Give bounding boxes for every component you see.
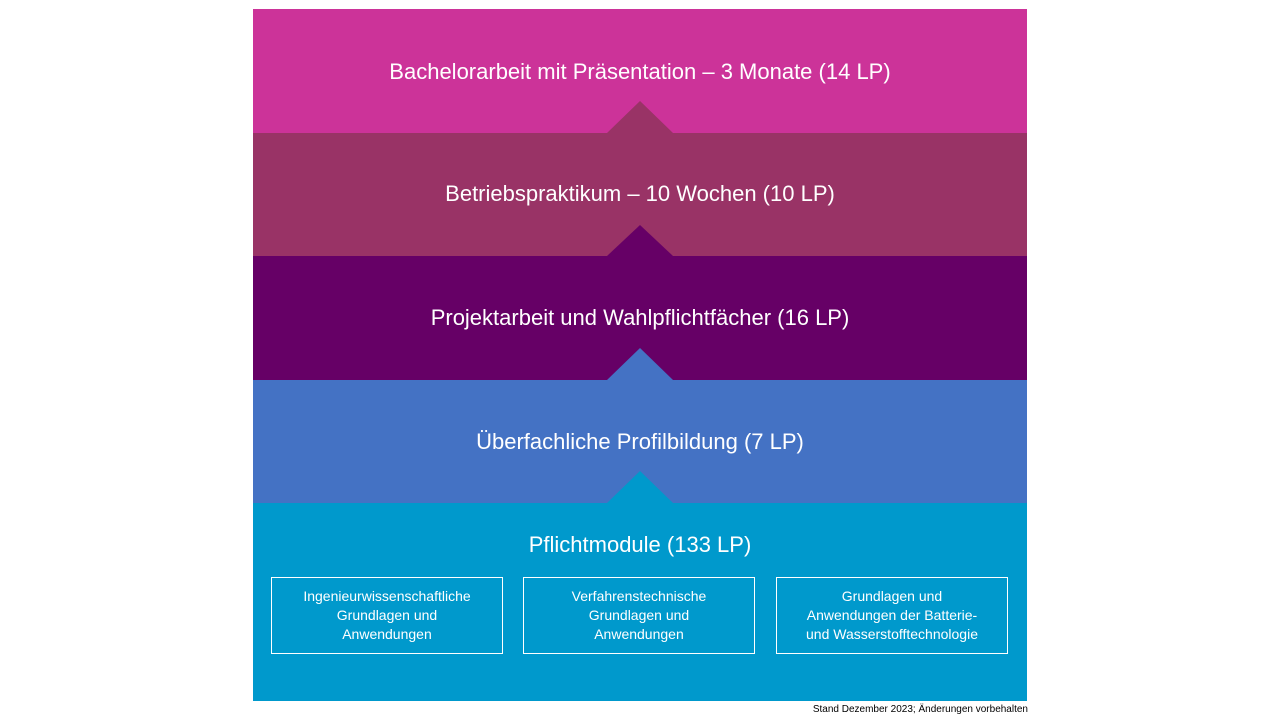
module-box-engineering: Ingenieurwissenschaftliche Grundlagen un…	[271, 577, 503, 654]
arrow-up-icon	[607, 101, 673, 133]
layer-bachelor-thesis-label: Bachelorarbeit mit Präsentation – 3 Mona…	[389, 59, 891, 84]
module-box-battery-hydrogen: Grundlagen und Anwendungen der Batterie-…	[776, 577, 1008, 654]
layer-internship-label: Betriebspraktikum – 10 Wochen (10 LP)	[445, 181, 835, 206]
layer-mandatory-modules: Pflichtmodule (133 LP)	[253, 503, 1027, 701]
layer-profile-building-label: Überfachliche Profilbildung (7 LP)	[476, 429, 804, 454]
module-box-line: Grundlagen und	[336, 607, 438, 623]
module-box-line: Anwendungen	[594, 626, 684, 642]
module-box-line: Ingenieurwissenschaftliche	[303, 588, 471, 604]
arrow-up-icon	[607, 348, 673, 380]
module-box-line: Anwendungen der Batterie-	[806, 607, 978, 623]
footnote: Stand Dezember 2023; Änderungen vorbehal…	[812, 704, 1028, 715]
layer-project-work-label: Projektarbeit und Wahlpflichtfächer (16 …	[430, 305, 850, 330]
arrow-up-icon	[607, 225, 673, 256]
module-box-line: Anwendungen	[342, 626, 432, 642]
module-box-line: Grundlagen und	[588, 607, 690, 623]
layer-mandatory-modules-label: Pflichtmodule (133 LP)	[528, 532, 752, 557]
module-box-process-engineering: Verfahrenstechnische Grundlagen und Anwe…	[523, 577, 755, 654]
module-box-line: Verfahrenstechnische	[571, 588, 707, 604]
module-box-line: und Wasserstofftechnologie	[806, 626, 978, 642]
study-structure-diagram: Bachelorarbeit mit Präsentation – 3 Mona…	[253, 9, 1027, 701]
arrow-up-icon	[607, 471, 673, 503]
module-box-line: Grundlagen und	[841, 588, 943, 604]
